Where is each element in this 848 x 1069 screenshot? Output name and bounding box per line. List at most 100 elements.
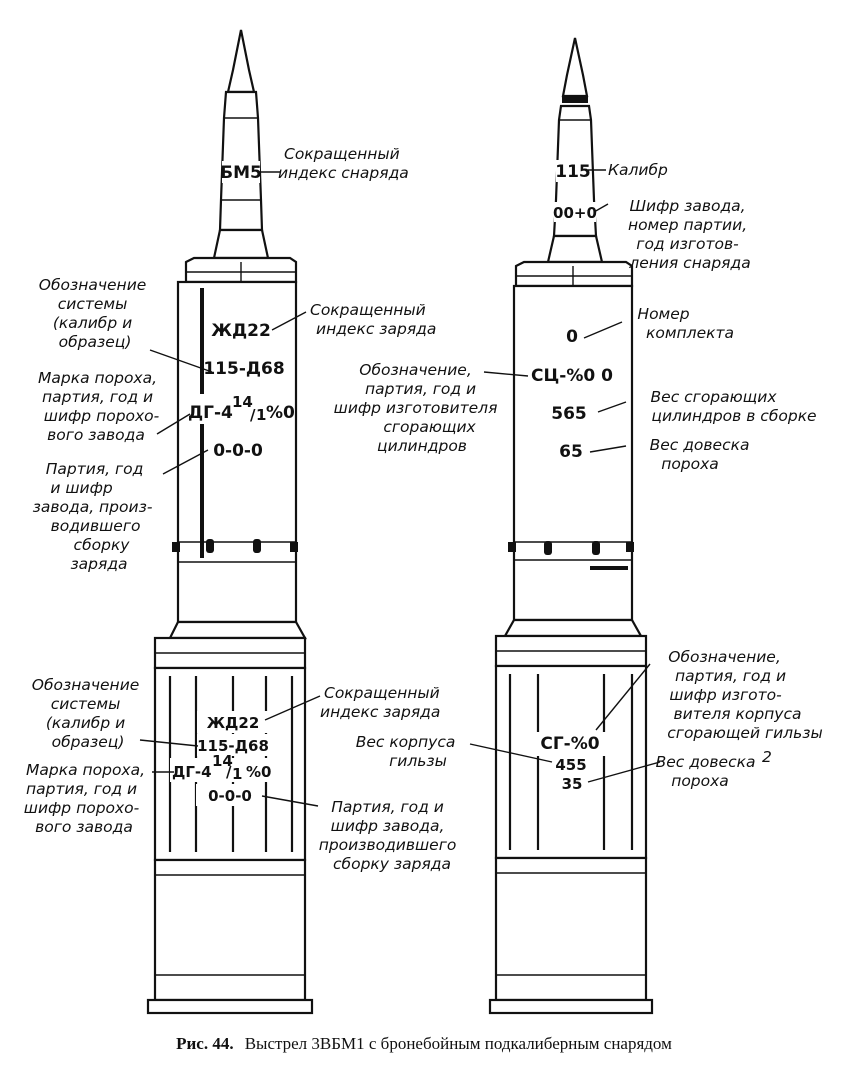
leader-lower-increment	[587, 761, 661, 783]
left-mark-bg-3	[205, 354, 283, 380]
label-cylinders-weight: Вес сгорающих цилиндров в сборке	[651, 388, 817, 425]
right-round	[488, 37, 654, 1015]
right-tip-band	[562, 97, 588, 103]
right-mark-bg-6	[552, 438, 590, 464]
label-projectile-index: Сокращенный индекс снаряда	[278, 145, 409, 182]
right-lower-increment: 35	[562, 775, 583, 793]
left-case-shoulder	[168, 620, 307, 640]
label-increment-weight: Вес довеска пороха	[650, 436, 755, 473]
label-lower-lot-factory: Партия, год и шифр завода, производившег…	[319, 798, 462, 873]
leader-lot	[162, 449, 209, 475]
right-sabot-ring	[514, 260, 634, 288]
leader-case	[595, 663, 651, 731]
right-caliber-marking: 115	[555, 162, 591, 182]
left-mark-bg-7	[197, 734, 269, 756]
right-case-base	[494, 856, 648, 1002]
caption-number: Рис. 44.	[176, 1034, 233, 1053]
leader-case-weight	[469, 743, 553, 763]
right-mark-bg-2	[554, 202, 596, 222]
right-mark-bg	[556, 160, 588, 182]
left-mark-bg	[222, 161, 260, 183]
right-mark-bg-5	[540, 400, 598, 426]
leader-charge-index	[271, 311, 307, 331]
leader-increment	[589, 445, 627, 453]
right-case-shoulder	[503, 618, 643, 638]
leader-lines	[139, 169, 661, 807]
right-mark-bg-7	[536, 732, 606, 756]
right-powder-increment: 65	[559, 442, 583, 462]
right-case-marking: СГ-%0	[540, 734, 599, 754]
label-case-weight: Вес корпуса гильзы	[356, 733, 461, 770]
right-case-rim	[488, 998, 654, 1015]
left-lower-powder-frac-den: 1	[232, 765, 242, 783]
leader-lower-system	[139, 739, 199, 747]
left-lower-system-marking: 115-Д68	[197, 737, 269, 755]
left-powder-frac-den: 1	[256, 406, 266, 424]
caption-text: Выстрел 3ВБМ1 с бронебойным подкалиберны…	[245, 1034, 672, 1053]
label-factory-cipher: Шифр завода, номер партии, год изготов- …	[628, 197, 752, 272]
left-projectile-marking: БМ5	[220, 163, 262, 183]
left-case-rim	[146, 998, 314, 1015]
left-system-marking: 115-Д68	[203, 359, 284, 379]
right-cylinders-weight: 565	[551, 404, 587, 424]
left-lower-powder-brand: ДГ-4	[172, 763, 212, 781]
right-notch	[508, 542, 516, 552]
left-lower-powder-frac-num: 14	[212, 752, 233, 770]
right-vent-hole-2	[592, 541, 600, 555]
right-sabot	[546, 234, 604, 264]
label-lower-system-designation: Обозначение системы (калибр и образец)	[32, 676, 145, 751]
left-powder-tail: %0	[266, 403, 295, 423]
right-mark-bg-4	[526, 362, 618, 388]
left-powder-frac-slash: /	[250, 406, 256, 424]
left-notch-2	[290, 542, 298, 552]
right-case-weight: 455	[555, 756, 586, 774]
right-mark-bg-9	[556, 775, 586, 795]
label-lower-charge-index: Сокращенный индекс заряда	[320, 684, 445, 721]
right-mark-bg-3	[560, 324, 584, 348]
left-mark-bg-2	[205, 316, 277, 342]
label-lot-factory: Партия, год и шифр завода, произ- водивш…	[33, 460, 158, 573]
left-lower-powder-frac-slash: /	[226, 763, 232, 781]
leader-cylinders-weight	[597, 401, 627, 413]
label-cylinders-designation: Обозначение, партия, год и шифр изготови…	[334, 361, 503, 455]
leader-factory-cipher	[593, 203, 609, 213]
leader-system	[149, 349, 213, 373]
left-round	[146, 29, 314, 1015]
right-cylinders-marking: СЦ-%0 0	[531, 366, 613, 386]
label-caliber: Калибр	[608, 161, 668, 179]
label-case-designation: Обозначение, партия, год и шифр изгото- …	[667, 648, 822, 742]
left-powder-frac-num: 14	[232, 393, 253, 411]
left-powder-brand: ДГ-4	[188, 403, 233, 423]
leader-lower-lot	[261, 795, 319, 807]
left-lot-marking: 0-0-0	[213, 441, 263, 461]
label-charge-index: Сокращенный индекс заряда	[310, 301, 436, 338]
left-mark-bg-6	[197, 711, 269, 733]
left-vent-hole-2	[253, 539, 261, 553]
leader-powder	[156, 413, 191, 435]
left-charge-index: ЖД22	[211, 321, 271, 341]
right-mark-bg-8	[550, 756, 592, 776]
label-set-number: Номер комплекта	[637, 305, 734, 342]
stray-mark: 2	[762, 748, 772, 766]
left-case-base	[153, 858, 307, 1002]
label-lower-powder-brand: Марка пороха, партия, год и шифр порохо-…	[24, 761, 150, 836]
leader-lower-charge-index	[264, 695, 321, 721]
left-lower-powder-marking: ДГ-4 14 / 1 %0	[172, 752, 271, 783]
left-lower-lot-marking: 0-0-0	[208, 787, 252, 805]
right-vent-hole	[544, 541, 552, 555]
label-lower-increment-weight: Вес довеска пороха	[656, 753, 761, 790]
right-charge-bar	[590, 566, 628, 570]
left-mark-bg-5	[205, 436, 271, 462]
label-powder-brand: Марка пороха, партия, год и шифр порохо-…	[38, 369, 164, 444]
label-system-designation: Обозначение системы (калибр и образец)	[39, 276, 152, 351]
left-mark-bg-8	[170, 758, 278, 782]
left-notch	[172, 542, 180, 552]
left-powder-marking: ДГ-4 14 / 1 %0	[188, 393, 295, 424]
figure-caption: Рис. 44. Выстрел 3ВБМ1 с бронебойным под…	[176, 1034, 672, 1053]
left-lower-powder-tail: %0	[246, 763, 271, 781]
right-set-number: 0	[566, 327, 578, 347]
left-projectile-tip	[226, 29, 256, 94]
right-notch-2	[626, 542, 634, 552]
